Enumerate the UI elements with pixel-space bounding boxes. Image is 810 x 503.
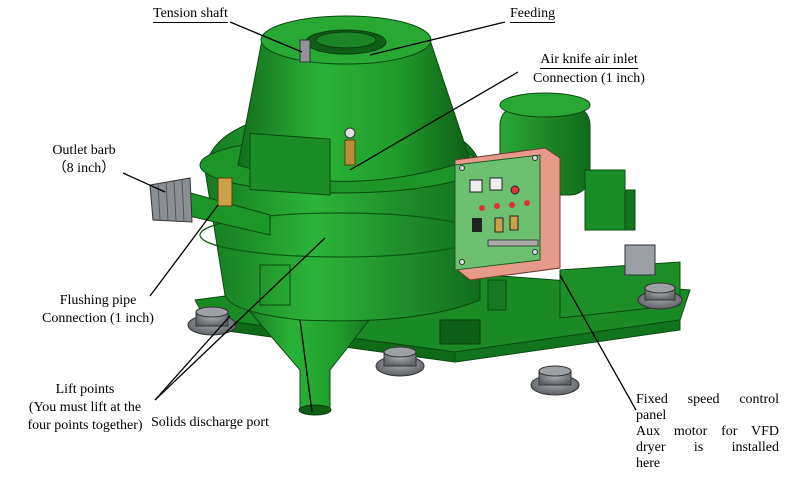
label-flushing-pipe-line1: Flushing pipe — [59, 293, 137, 308]
label-lift-points-line1: Lift points — [55, 382, 115, 397]
label-feeding: Feeding — [510, 6, 556, 23]
leader-lines — [122, 21, 637, 413]
leader-solids-discharge — [299, 319, 313, 413]
label-outlet-barb-line2: （8 inch） — [52, 161, 116, 176]
label-control-panel-line2: panel — [636, 408, 667, 423]
label-control-panel-line3: Aux motor for VFD — [636, 424, 779, 439]
label-control-panel-line5: here — [636, 456, 661, 471]
label-lift-points-line2: (You must lift at the — [28, 400, 142, 415]
label-tension-shaft: Tension shaft — [153, 6, 228, 23]
label-air-knife-line2: Connection (1 inch) — [533, 71, 645, 86]
label-outlet-barb: Outlet barb （8 inch） — [34, 143, 134, 177]
control-panel — [454, 147, 561, 311]
leader-air-knife — [349, 71, 519, 171]
label-air-knife: Air knife air inlet Connection (1 inch) — [515, 52, 663, 87]
label-lift-points-line3: four points together) — [27, 418, 143, 433]
leader-feeding — [369, 21, 506, 56]
label-solids-discharge: Solids discharge port — [151, 415, 269, 430]
label-outlet-barb-line1: Outlet barb — [52, 143, 116, 158]
label-flushing-pipe-line2: Connection (1 inch) — [42, 311, 154, 326]
label-control-panel: Fixed speed control panel Aux motor for … — [636, 392, 779, 472]
label-flushing-pipe: Flushing pipe Connection (1 inch) — [28, 293, 168, 327]
leader-tension-shaft — [229, 21, 303, 53]
leader-outlet-barb — [122, 172, 166, 193]
label-lift-points: Lift points (You must lift at the four p… — [10, 382, 160, 434]
leader-lift-points-1 — [154, 237, 326, 401]
leader-flushing-pipe — [149, 204, 219, 297]
label-control-panel-line4: dryer is installed — [636, 440, 779, 455]
leader-lift-points-2 — [154, 315, 231, 401]
label-control-panel-line1: Fixed speed control — [636, 392, 779, 407]
outlet-barb — [149, 177, 271, 236]
upper-cover — [237, 15, 471, 196]
leader-control-panel — [559, 274, 637, 411]
label-air-knife-line1: Air knife air inlet — [540, 52, 638, 69]
rubber-feet — [187, 282, 683, 396]
